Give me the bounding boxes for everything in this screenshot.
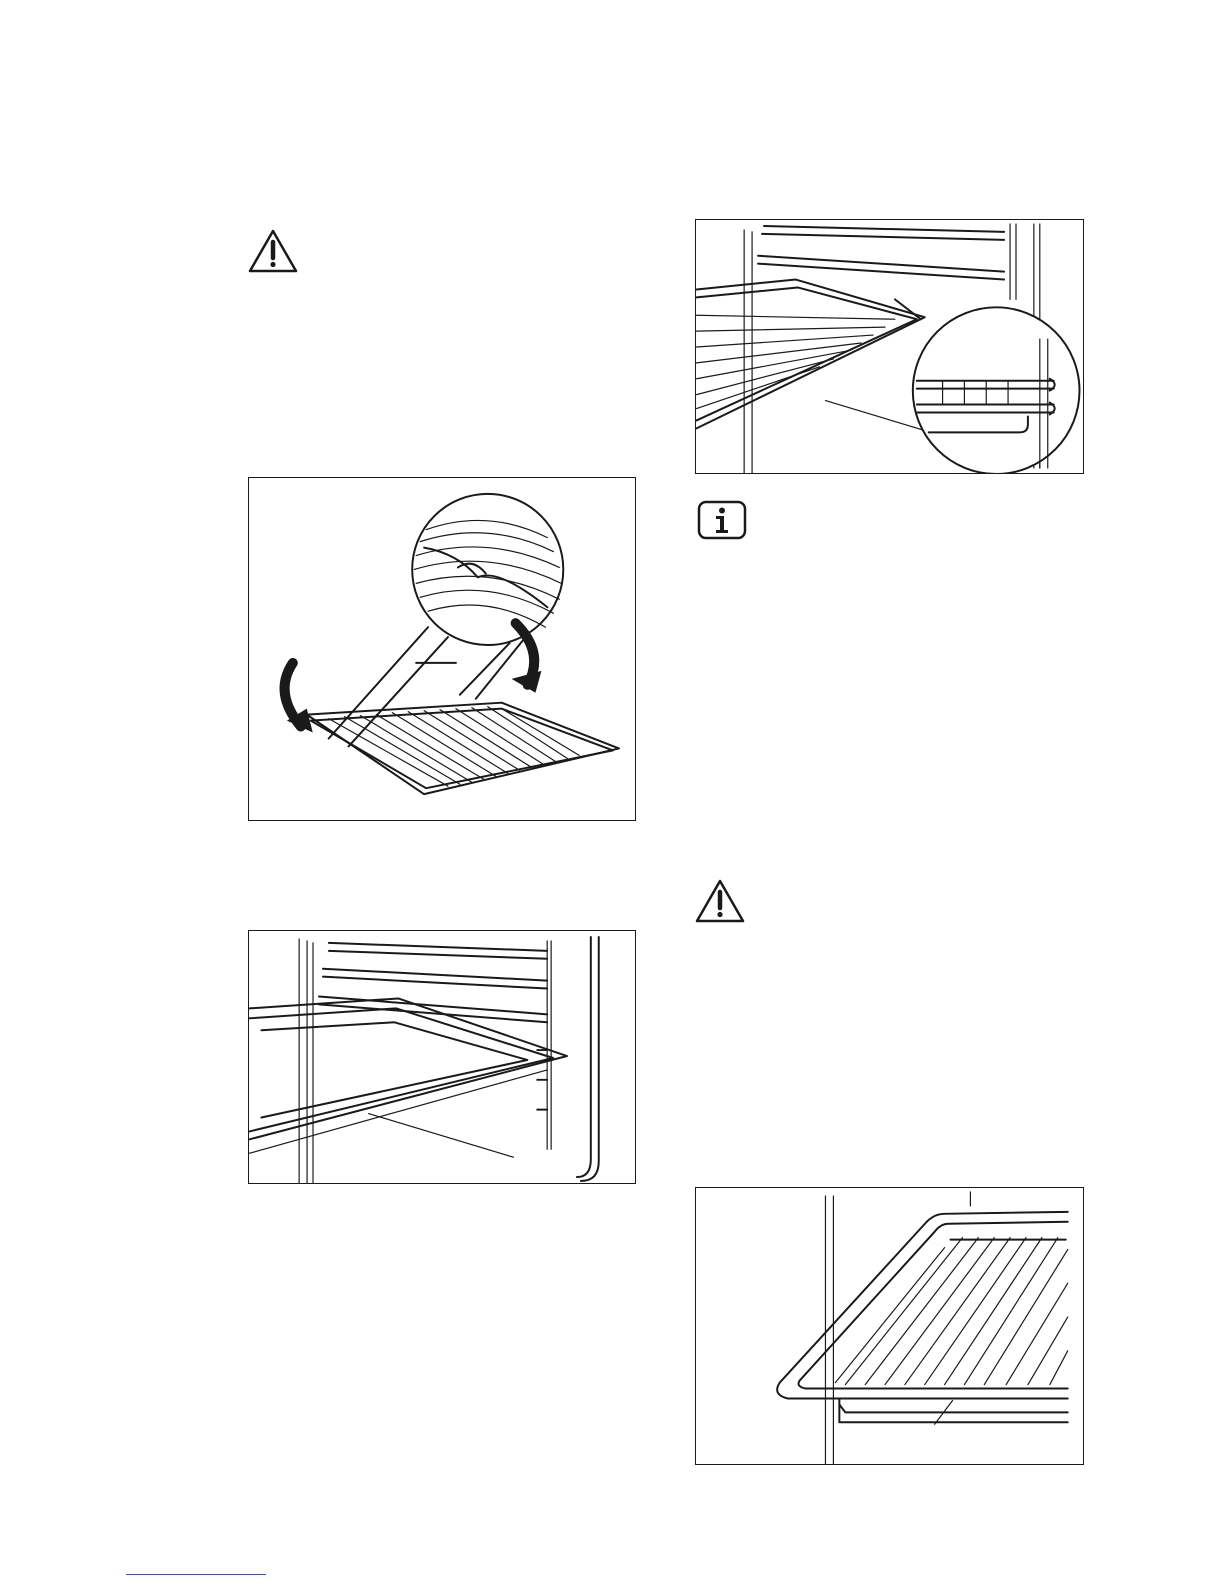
wire-shelf-fit-illustration: [248, 477, 636, 821]
information-icon: [697, 500, 747, 540]
deep-pan-in-oven-illustration: [695, 1187, 1084, 1465]
warning-icon: [247, 228, 299, 274]
shelf-on-runner-illustration: [695, 219, 1084, 474]
warning-icon: [694, 878, 746, 924]
footer-rule: [126, 1574, 266, 1575]
tray-insertion-illustration: [248, 930, 636, 1184]
